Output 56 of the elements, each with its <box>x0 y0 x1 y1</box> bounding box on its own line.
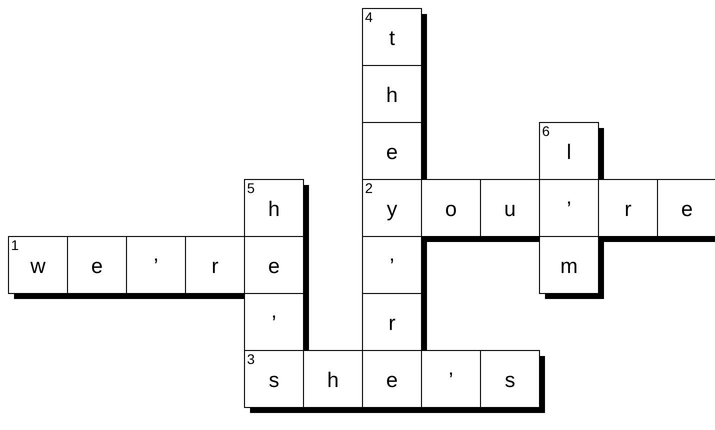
crossword-cell <box>421 179 481 237</box>
crossword-cell <box>362 179 422 237</box>
letter: e <box>90 255 104 279</box>
crossword-cell <box>244 179 304 237</box>
crossword-cell <box>244 236 304 294</box>
letter: s <box>268 369 280 393</box>
letter: h <box>267 198 281 222</box>
letter: e <box>680 198 694 222</box>
letter: m <box>559 255 579 279</box>
clue-number: 6 <box>542 123 550 139</box>
letter: e <box>267 255 281 279</box>
crossword-cell <box>362 122 422 180</box>
letter: h <box>385 84 399 108</box>
letter: u <box>503 198 517 222</box>
letter: l <box>566 141 572 165</box>
clue-number: 1 <box>11 237 19 253</box>
crossword-cell <box>539 122 599 180</box>
clue-number: 2 <box>365 180 373 196</box>
letter: r <box>624 198 632 222</box>
crossword-cell <box>657 179 715 237</box>
crossword-cell <box>480 350 540 408</box>
crossword-cell <box>244 293 304 351</box>
clue-number: 5 <box>247 180 255 196</box>
letter: e <box>385 369 399 393</box>
crossword-cell <box>185 236 245 294</box>
crossword-cell <box>244 350 304 408</box>
letter: ’ <box>448 369 454 393</box>
letter: ’ <box>566 198 572 222</box>
crossword-cell <box>539 236 599 294</box>
letter: s <box>504 369 516 393</box>
letter: r <box>210 255 220 279</box>
crossword-cell <box>362 236 422 294</box>
letter: h <box>326 369 340 393</box>
crossword-cell <box>126 236 186 294</box>
crossword-cell <box>303 350 363 408</box>
crossword-cell <box>539 179 599 237</box>
crossword-cell <box>362 65 422 123</box>
crossword-cell <box>598 179 658 237</box>
crossword-cell <box>480 179 540 237</box>
letter: r <box>388 312 396 336</box>
letter: t <box>388 27 396 51</box>
letter: w <box>29 255 47 279</box>
letter: y <box>386 198 398 222</box>
crossword-cell <box>421 350 481 408</box>
letter: ’ <box>152 255 160 279</box>
letter: e <box>385 141 399 165</box>
letter: ’ <box>388 255 396 279</box>
clue-number: 3 <box>247 351 255 367</box>
clue-number: 4 <box>365 9 373 25</box>
letter: o <box>444 198 458 222</box>
crossword-cell <box>362 293 422 351</box>
crossword-cell <box>8 236 68 294</box>
crossword-cell <box>362 8 422 66</box>
letter: ’ <box>270 312 278 336</box>
crossword-cell <box>67 236 127 294</box>
crossword-cell <box>362 350 422 408</box>
